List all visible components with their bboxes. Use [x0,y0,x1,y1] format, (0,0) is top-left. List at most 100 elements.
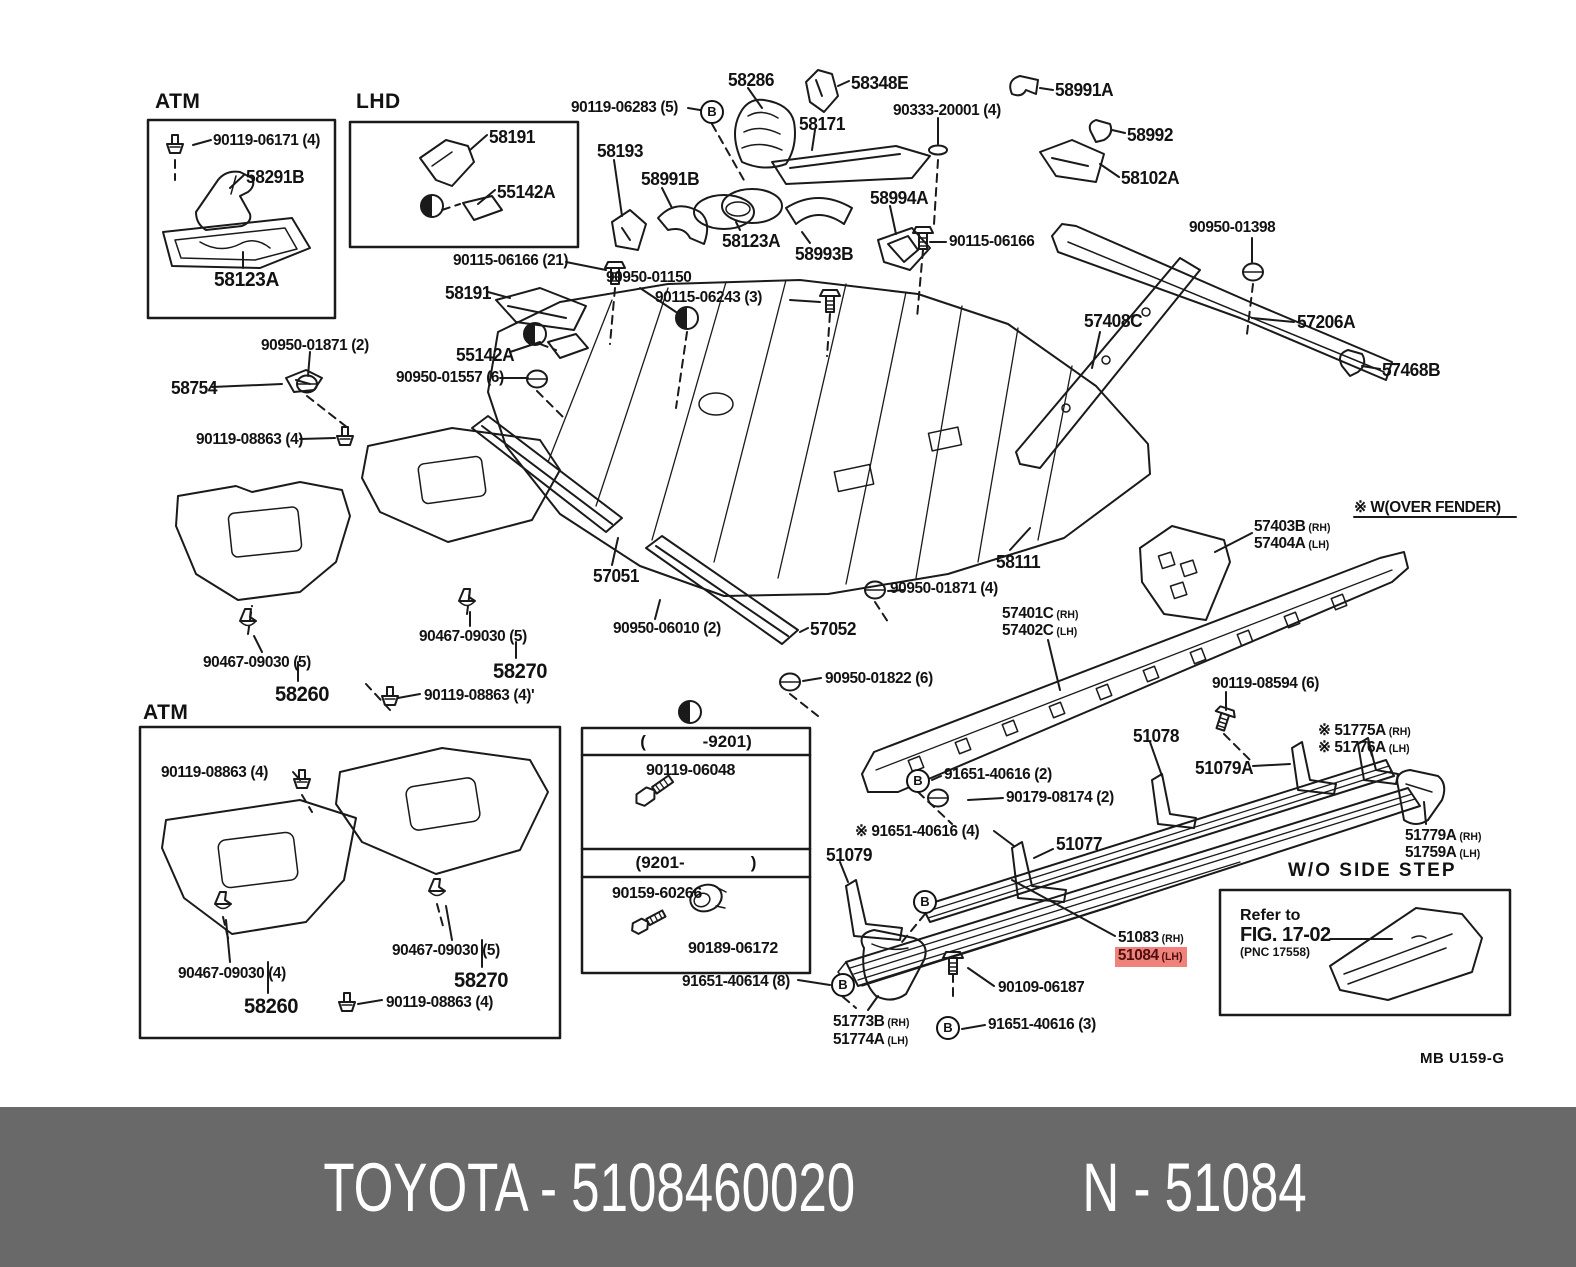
running-board-51083-51084 [837,759,1421,989]
circled-b-marker: B [700,100,724,124]
mudguard-flap [1329,907,1483,1001]
clip-pin-icon [428,878,446,897]
bracket-58991a [1009,75,1039,97]
refer-to-line3: (PNC 17558) [1240,945,1311,959]
period-part-early: 90119-06048 [646,762,736,779]
part-label-51773b: 51773B(RH) [833,1013,910,1030]
circled-b-marker: B [936,1016,960,1040]
cap-51773b [860,929,927,1001]
clip-58992 [1088,119,1113,143]
part-label-90115-06243-3: 90115-06243 (3) [655,289,762,306]
part-label-58270: 58270 [493,660,548,683]
side-suffix: (LH) [1388,743,1410,755]
part-label-91651-40616-2: 91651-40616 (2) [944,766,1052,783]
clip-pin-icon [239,608,257,627]
bracket-51078 [1151,773,1197,829]
part-label-57468b: 57468B [1382,360,1441,380]
side-suffix: (RH) [1459,831,1482,843]
part-label-90950-01150: 90950-01150 [606,269,692,286]
grommet-icon [1242,262,1264,282]
side-suffix: (RH) [1388,726,1411,738]
grommet-90189-06172-icon [689,883,727,913]
refer-to-line2: FIG. 17-02 [1240,924,1331,946]
part-label-57402c: 57402C(LH) [1002,622,1078,639]
part-label-55142a: 55142A [497,182,556,202]
bolt-icon [166,134,184,154]
side-suffix: (LH) [1459,848,1481,860]
circled-b-marker: B [913,890,937,914]
part-label-90119-08863-4: 90119-08863 (4)' [424,687,535,704]
nut-bolt-icon [336,426,354,446]
part-label-90950-01871-4: 90950-01871 (4) [890,580,998,597]
hex-bolt-90119-06048-icon [635,774,675,807]
part-label-90467-09030-5: 90467-09030 (5) [419,628,527,645]
bracket-58993b [785,197,853,225]
rail-57206a [1051,223,1393,381]
dashed-lines [174,123,1254,1009]
part-label-90119-08863-4: 90119-08863 (4) [161,764,268,781]
part-label-90333-20001-4: 90333-20001 (4) [893,102,1001,119]
nut-bolt-icon [338,992,356,1012]
part-label-90119-08863-4: 90119-08863 (4) [386,994,493,1011]
bracket-51775a [1357,737,1399,785]
part-label-58991a: 58991A [1055,80,1114,100]
clip-57468b [1339,349,1366,377]
part-label-58754: 58754 [171,378,218,398]
nut-bolt-icon [381,686,399,706]
bracket-58102a [1039,139,1105,183]
part-label-58193: 58193 [597,141,644,161]
bracket-57403b [1139,525,1231,621]
part-label-51759a: 51759A(LH) [1405,844,1481,861]
part-label-51775a: ※ 51775A(RH) [1318,722,1411,739]
bolt-icon [819,289,841,313]
part-label-58992: 58992 [1127,125,1174,145]
part-label-58123a: 58123A [214,269,279,291]
part-label-90115-06166-21: 90115-06166 (21) [453,252,569,269]
footer-code: N - 51084 [1082,1148,1307,1226]
part-label-90119-06171-4: 90119-06171 (4) [213,132,320,149]
part-label-51779a: 51779A(RH) [1405,827,1482,844]
floor-pan-58111 [487,279,1151,597]
sill-57051 [471,415,623,533]
part-label-90179-08174-2: 90179-08174 (2) [1006,789,1114,806]
part-label-90950-01822-6: 90950-01822 (6) [825,670,933,687]
atm-bottom-box [138,725,562,1040]
grommet-icon [526,369,548,389]
period-header-late: (9201- ) [635,853,757,872]
part-label-90950-01557-6: 90950-01557 (6) [396,369,504,386]
crossmember-57408c [1015,257,1201,469]
bracket-55142a-mid [547,333,589,359]
part-label-57404a: 57404A(LH) [1254,535,1330,552]
side-suffix: (LH) [1308,539,1330,551]
part-label-58993b: 58993B [795,244,854,264]
bracket-51077 [1011,841,1067,903]
period-part-late-1: 90159-60266 [612,885,702,902]
period-table-box [580,726,812,975]
period-part-late-2: 90189-06172 [688,940,778,957]
part-label-90467-09030-5: 90467-09030 (5) [203,654,311,671]
clip-icon [675,306,699,330]
part-label-91651-40616-4: ※ 91651-40616 (4) [855,823,980,840]
shift-boot-58286 [734,98,796,169]
part-label-57401c: 57401C(RH) [1002,605,1079,622]
part-label-58102a: 58102A [1121,168,1180,188]
clip-pin-icon [458,588,476,607]
bracket-58193 [611,209,647,251]
part-label-90115-06166: 90115-06166 [949,233,1035,250]
part-label-90119-08863-4: 90119-08863 (4) [196,431,303,448]
plate-58260-lower [161,799,357,935]
sill-57052 [645,535,799,645]
plate-58260-upper [175,481,351,601]
part-label-90950-06010-2: 90950-06010 (2) [613,620,721,637]
part-label-58260: 58260 [275,683,330,706]
part-label-90119-06283-5: 90119-06283 (5) [571,99,678,116]
part-label-58291b: 58291B [246,167,305,187]
refer-to-line1: Refer to [1240,907,1301,924]
side-step-title: W/O SIDE STEP [1288,860,1457,881]
part-label-51077: 51077 [1056,834,1103,854]
side-suffix: (LH) [887,1035,909,1047]
part-label-51079a: 51079A [1195,758,1254,778]
circled-b-marker: B [831,973,855,997]
part-label-58994a: 58994A [870,188,929,208]
